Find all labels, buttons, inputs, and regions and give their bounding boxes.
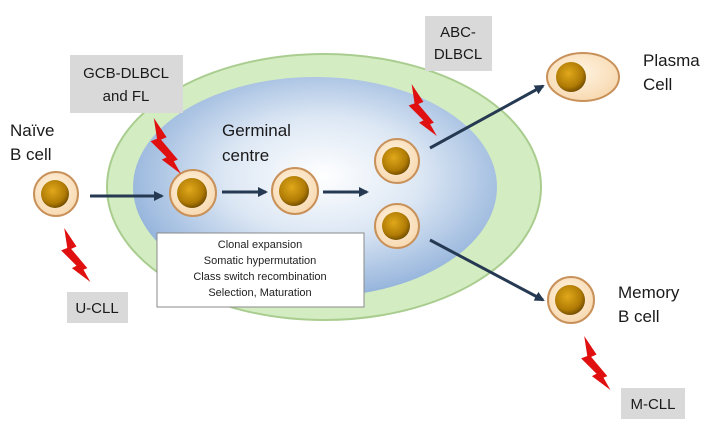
germinal-centre-label-line1: Germinal (222, 121, 291, 140)
arrow-to-memory-b-cell (429, 238, 545, 302)
memory-b-cell-label-line1: Memory (618, 283, 680, 302)
naive-b-cell-label-line1: Naïve (10, 121, 54, 140)
m-cll-box (621, 388, 685, 419)
gc-cell-4-icon (374, 203, 420, 249)
gcb-dlbcl-label-line2: and FL (103, 88, 150, 105)
gc-process-box (156, 232, 365, 308)
abc-dlbcl-label-line2: DLBCL (434, 46, 482, 63)
memory-b-cell-label-line2: B cell (618, 307, 660, 326)
memory-b-cell-icon (547, 276, 595, 324)
gc-cell-1-icon (169, 169, 217, 217)
process-item-0: Clonal expansion (218, 239, 302, 251)
m-cll-label: M-CLL (630, 396, 675, 413)
plasma-cell-label-line2: Cell (643, 75, 672, 94)
germinal-centre-label-line2: centre (222, 146, 269, 165)
gcb-dlbcl-box (70, 55, 183, 113)
plasma-cell-icon (546, 52, 620, 102)
u-cll-label: U-CLL (75, 300, 118, 317)
plasma-cell-label-line1: Plasma (643, 51, 700, 70)
u-cll-box (67, 292, 128, 323)
naive-b-cell-icon (33, 171, 79, 217)
abc-dlbcl-box (425, 16, 492, 71)
gc-cell-3-icon (374, 138, 420, 184)
naive-b-cell-label-line2: B cell (10, 145, 52, 164)
gcb-dlbcl-label-line1: GCB-DLBCL (83, 65, 169, 82)
process-item-2: Class switch recombination (193, 271, 326, 283)
process-item-1: Somatic hypermutation (204, 255, 317, 267)
gc-cell-2-icon (271, 167, 319, 215)
lightning-bolt-icon-mcll (581, 336, 611, 390)
abc-dlbcl-label-line1: ABC- (440, 24, 476, 41)
lightning-bolt-icon-ucll (61, 228, 91, 282)
arrow-to-plasma-cell (429, 84, 545, 150)
process-item-3: Selection, Maturation (208, 287, 311, 299)
